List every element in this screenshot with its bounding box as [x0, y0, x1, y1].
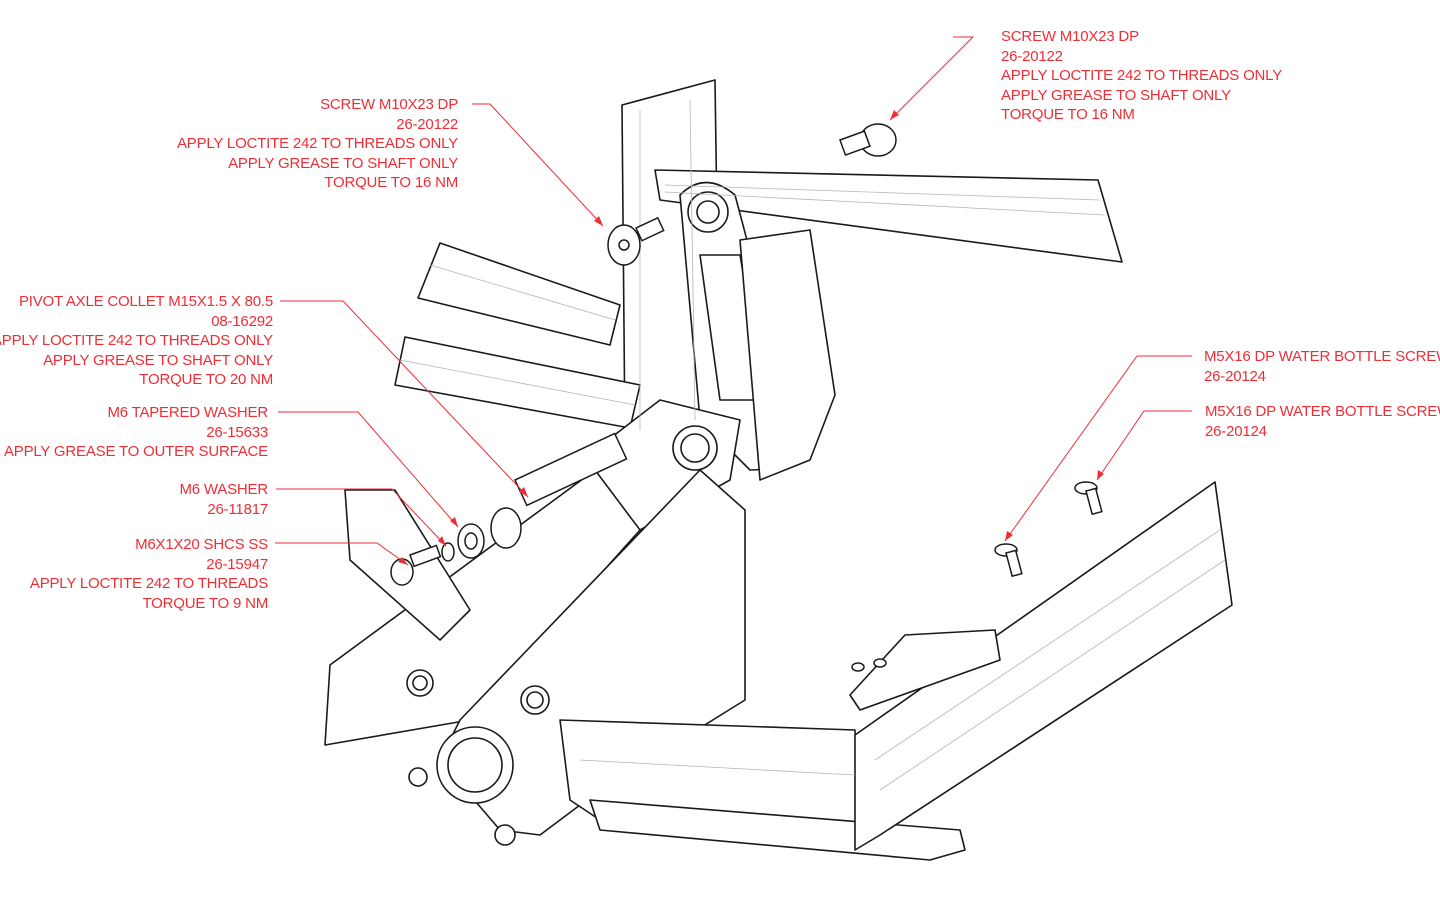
- callout-torque: TORQUE TO 9 NM: [142, 594, 268, 612]
- leader-tapered-washer: [278, 411, 459, 528]
- callout-part-number: 26-15947: [206, 555, 268, 573]
- leader-shcs: [275, 542, 409, 566]
- callout-torque: TORQUE TO 16 NM: [1001, 106, 1135, 124]
- callout-part-name: M5X16 DP WATER BOTTLE SCREW: [1205, 403, 1440, 420]
- leader-pivot-axle: [280, 300, 529, 498]
- screw-top-left-part: [607, 216, 665, 266]
- callout-part-name: M5X16 DP WATER BOTTLE SCREW: [1204, 348, 1440, 365]
- callout-part-number: 26-20124: [1204, 367, 1266, 385]
- screw-top-right-part: [839, 123, 897, 157]
- callout-note: APPLY LOCTITE 242 TO THREADS ONLY: [176, 135, 458, 153]
- callout-part-name: M6 WASHER: [179, 481, 269, 498]
- callout-note: APPLY GREASE TO SHAFT ONLY: [1001, 86, 1231, 104]
- bottle-screw-1-part: [994, 543, 1023, 578]
- callout-shcs: M6X1X20 SHCS SS 26-15947 APPLY LOCTITE 2…: [30, 535, 268, 613]
- callout-m6-washer: M6 WASHER 26-11817: [180, 480, 269, 519]
- callout-part-name: M6X1X20 SHCS SS: [135, 536, 268, 553]
- callout-bottle-screw-1: M5X16 DP WATER BOTTLE SCREW 26-20124: [1204, 347, 1440, 386]
- callout-torque: TORQUE TO 16 NM: [324, 174, 458, 192]
- leader-screw-top-left: [472, 103, 604, 227]
- leader-bottle-screw-1: [1004, 355, 1192, 542]
- callout-part-number: 26-20122: [1001, 47, 1063, 65]
- seat-stay-upper: [417, 242, 621, 346]
- callout-part-number: 26-20124: [1205, 422, 1267, 440]
- callout-part-name: SCREW M10X23 DP: [320, 96, 458, 113]
- leader-screw-top-right: [889, 36, 975, 121]
- top-tube: [654, 169, 1123, 263]
- guard-mount: [849, 629, 1001, 711]
- callout-tapered-washer: M6 TAPERED WASHER 26-15633 APPLY GREASE …: [4, 403, 268, 462]
- callout-note: APPLY LOCTITE 242 TO THREADS ONLY: [0, 332, 273, 350]
- callout-note: APPLY GREASE TO SHAFT ONLY: [228, 154, 458, 172]
- leader-m6-washer: [276, 488, 447, 547]
- callout-torque: TORQUE TO 20 NM: [139, 371, 273, 389]
- callout-screw-top-left: SCREW M10X23 DP 26-20122 APPLY LOCTITE 2…: [177, 95, 458, 193]
- skid-plate: [589, 799, 966, 861]
- callout-part-name: PIVOT AXLE COLLET M15X1.5 X 80.5: [18, 293, 273, 310]
- leader-bottle-screw-2: [1096, 410, 1192, 481]
- tapered-washer-part: [457, 523, 485, 559]
- callout-part-name: M6 TAPERED WASHER: [107, 404, 268, 421]
- callout-part-number: 26-20122: [396, 115, 458, 133]
- callout-note: APPLY LOCTITE 242 TO THREADS ONLY: [1001, 67, 1283, 85]
- callout-note: APPLY LOCTITE 242 TO THREADS: [29, 575, 268, 593]
- m6-washer-part: [441, 542, 455, 562]
- down-tube-guard: [854, 481, 1233, 851]
- callout-bottle-screw-2: M5X16 DP WATER BOTTLE SCREW 26-20124: [1205, 402, 1440, 441]
- callout-part-number: 26-11817: [207, 500, 268, 518]
- callout-pivot-axle: PIVOT AXLE COLLET M15X1.5 X 80.5 08-1629…: [0, 292, 273, 390]
- callout-note: APPLY GREASE TO SHAFT ONLY: [43, 351, 273, 369]
- callout-part-number: 26-15633: [206, 423, 268, 441]
- callout-part-number: 08-16292: [211, 312, 273, 330]
- callout-part-name: SCREW M10X23 DP: [1001, 28, 1139, 45]
- callout-note: APPLY GREASE TO OUTER SURFACE: [3, 443, 268, 461]
- bottle-screw-2-part: [1074, 481, 1103, 516]
- shcs-part: [390, 544, 442, 586]
- callout-screw-top-right: SCREW M10X23 DP 26-20122 APPLY LOCTITE 2…: [1001, 27, 1282, 125]
